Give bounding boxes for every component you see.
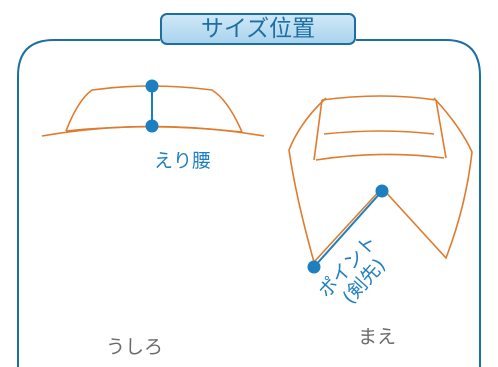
point-base-dot — [307, 260, 321, 274]
front-collar-right-wing — [381, 97, 473, 260]
caption-front: まえ — [358, 326, 397, 348]
front-collar-band-seam — [323, 130, 435, 135]
front-collar-left-wing — [288, 97, 383, 264]
front-collar-band-side-right — [435, 99, 447, 159]
outer-frame — [17, 39, 481, 367]
title-badge: サイズ位置 — [160, 13, 356, 45]
caption-back: うしろ — [106, 336, 164, 358]
collar-height-bottom-dot — [145, 119, 159, 133]
point-tip-dot — [375, 184, 389, 198]
point-marker — [307, 184, 389, 274]
collar-height-label: えり腰 — [154, 150, 212, 172]
collar-height-top-dot — [145, 79, 159, 93]
front-collar-drawing — [288, 95, 473, 264]
front-collar-band-bottom — [315, 153, 445, 161]
front-collar-band-top — [321, 95, 437, 101]
collar-height-marker — [145, 79, 159, 133]
front-collar-band-side-left — [313, 99, 323, 161]
